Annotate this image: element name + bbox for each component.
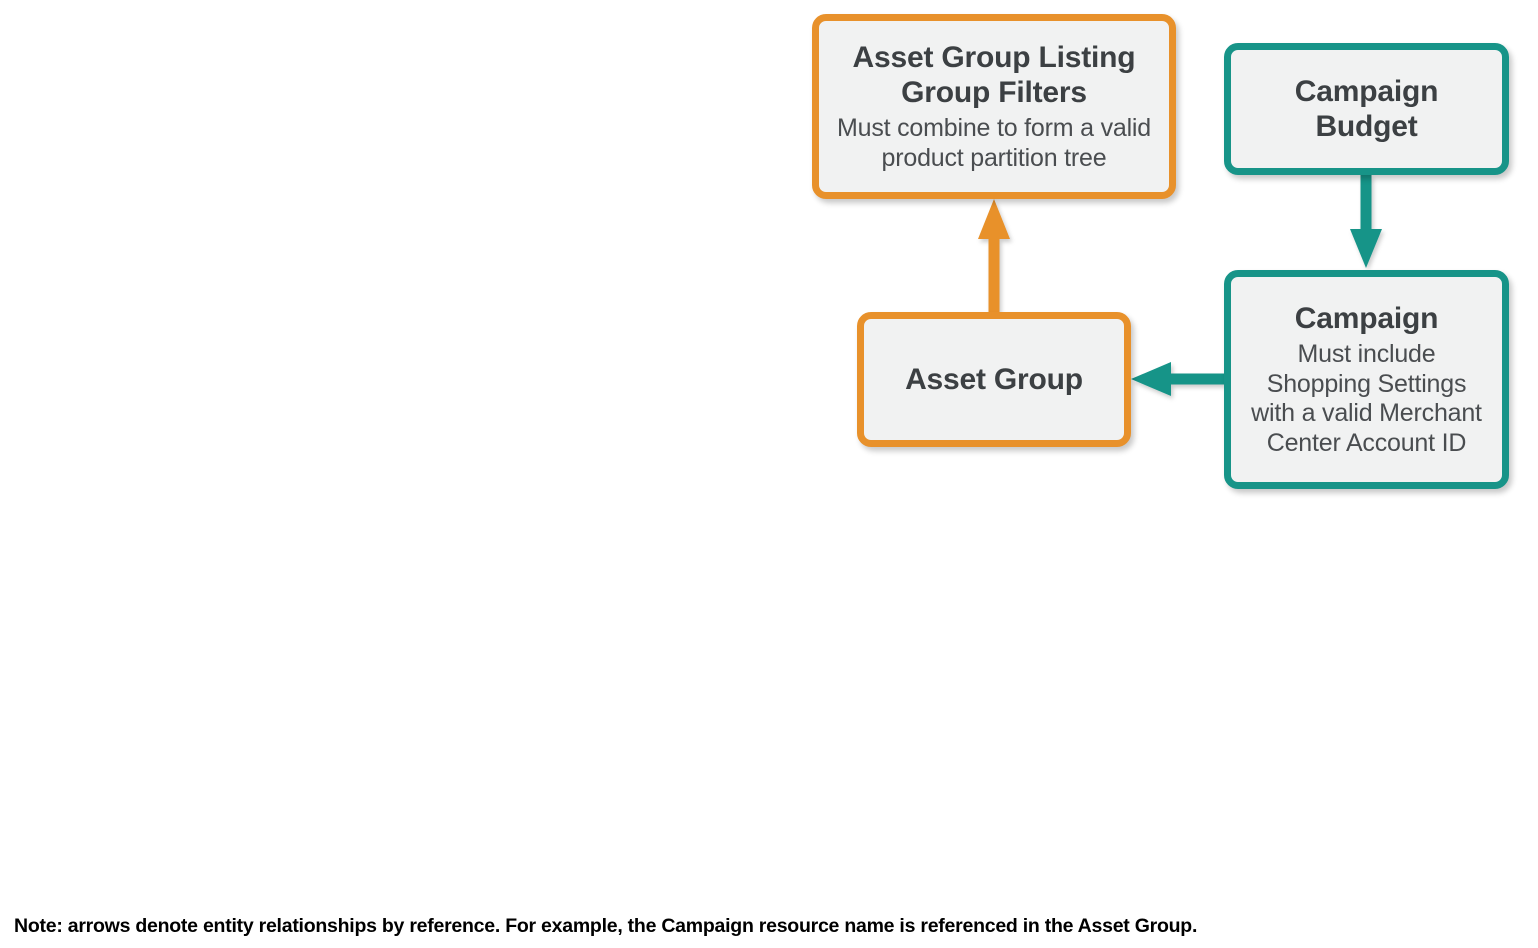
node-title: Asset Group Listing Group Filters [852, 40, 1136, 109]
node-title: Asset Group [905, 362, 1083, 396]
node-asset-group-listing-group-filters[interactable]: Asset Group Listing Group Filters Must c… [812, 14, 1176, 199]
node-description: Must include Shopping Settings with a va… [1251, 340, 1482, 457]
node-asset-group[interactable]: Asset Group [857, 312, 1131, 447]
arrow-asset-group-to-listing-group-filters [978, 199, 1010, 312]
node-campaign-budget[interactable]: Campaign Budget [1224, 43, 1509, 175]
node-campaign[interactable]: Campaign Must include Shopping Settings … [1224, 270, 1509, 489]
arrow-campaign-to-asset-group [1131, 362, 1224, 396]
footer-note: Note: arrows denote entity relationships… [14, 915, 1198, 937]
node-title: Campaign Budget [1294, 74, 1439, 143]
node-description: Must combine to form a valid product par… [837, 114, 1151, 172]
node-title: Campaign [1294, 301, 1439, 335]
arrow-campaign-budget-to-campaign [1350, 175, 1382, 268]
